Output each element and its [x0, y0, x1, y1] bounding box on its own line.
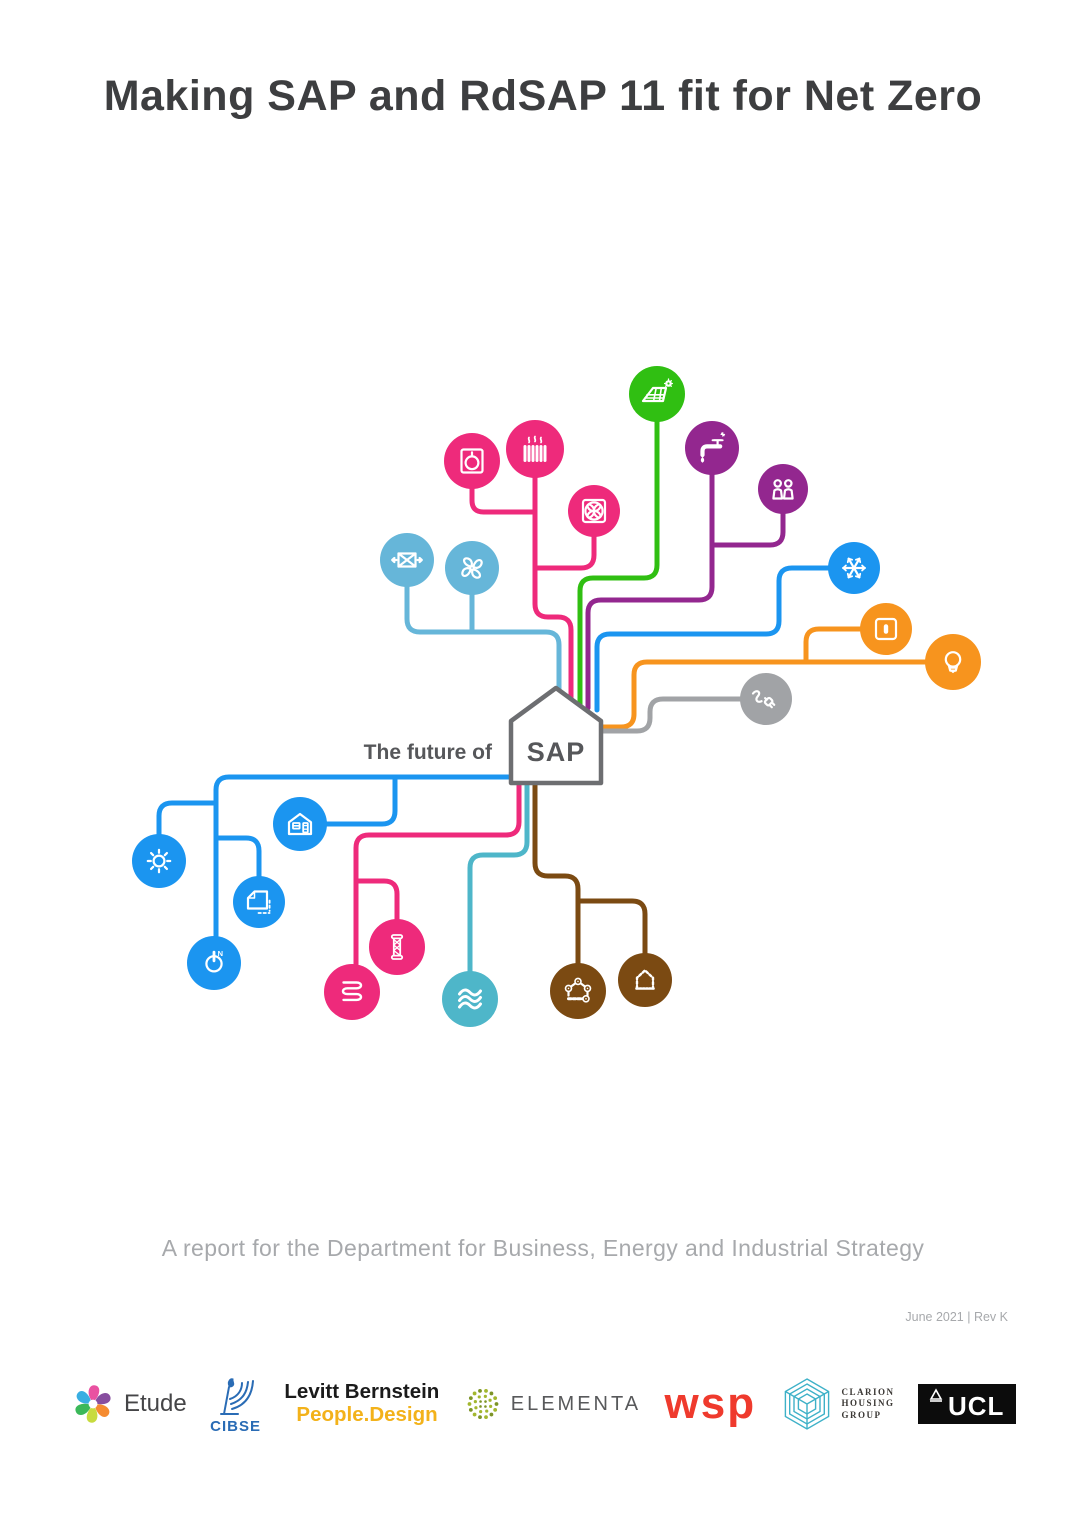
- cibse-griffin-icon: [219, 1377, 254, 1415]
- ucl-block-icon: UCL: [917, 1384, 1016, 1424]
- logo-levitt-bernstein: Levitt Bernstein People.Design: [284, 1381, 439, 1426]
- wsp-wordmark: wsp: [664, 1379, 757, 1428]
- diagram-link: [213, 774, 517, 939]
- elementa-dots-icon: [467, 1388, 499, 1420]
- heating-coil-icon: [324, 964, 380, 1020]
- diagram-link: [532, 475, 574, 709]
- plug-loads-icon: [740, 673, 792, 725]
- orientation-icon: N: [187, 936, 241, 990]
- diagram-link: [467, 775, 530, 974]
- hot-water-tap-icon: [685, 421, 739, 475]
- boiler-icon: [444, 433, 500, 489]
- logo-elementa: ELEMENTA: [463, 1384, 641, 1424]
- svg-text:N: N: [218, 949, 223, 958]
- heat-recovery-icon: [380, 533, 434, 587]
- logo-cibse: CIBSE: [210, 1375, 261, 1434]
- cibse-wordmark: CIBSE: [210, 1417, 261, 1435]
- diagram-link: [469, 486, 536, 515]
- lighting-icon: [925, 634, 981, 690]
- electric-switch-icon: [860, 603, 912, 655]
- diagram-link: [532, 775, 581, 966]
- page-title: Making SAP and RdSAP 11 fit for Net Zero: [103, 72, 983, 120]
- sap-house: [508, 685, 604, 786]
- clarion-line2: HOUSING: [841, 1398, 895, 1409]
- geometry-icon: [233, 876, 285, 928]
- ventilation-fan-icon: [445, 541, 499, 595]
- diagram-link: [324, 774, 398, 827]
- diagram-link: [585, 472, 715, 711]
- solar-gains-icon: [132, 834, 186, 888]
- diagram-link: [803, 626, 863, 665]
- diagram-link: [156, 800, 219, 837]
- diagram-link: [353, 878, 400, 922]
- solar-pv-icon: [629, 366, 685, 422]
- diagram-link: [213, 835, 262, 879]
- svg-text:UCL: UCL: [948, 1391, 1004, 1421]
- levitt-bernstein-tagline: People.Design: [296, 1403, 438, 1426]
- sap-house-label: SAP: [526, 737, 586, 767]
- insulation-icon: [369, 919, 425, 975]
- diagram-link: [353, 775, 522, 967]
- revision-line: June 2021 | Rev K: [905, 1310, 1008, 1324]
- logo-ucl: UCL: [917, 1382, 1016, 1426]
- diagram-link: [595, 696, 743, 734]
- partner-logo-row: Etude CIBSE Levitt Bernstein People.Desi…: [0, 1362, 1086, 1446]
- diagram-link: [595, 659, 928, 730]
- water-icon: [442, 971, 498, 1027]
- report-subtitle: A report for the Department for Business…: [161, 1235, 925, 1261]
- logo-etude: Etude: [70, 1381, 187, 1427]
- clarion-line3: GROUP: [841, 1409, 882, 1420]
- clarion-wordmark: CLARION HOUSING GROUP: [842, 1387, 895, 1421]
- etude-pinwheel-icon: [75, 1385, 111, 1423]
- logo-clarion: CLARION HOUSING GROUP: [780, 1375, 895, 1433]
- diagram-prefix-label: The future of: [363, 741, 492, 764]
- radiator-icon: [506, 420, 564, 478]
- diagram-link: [711, 511, 786, 548]
- diagram-link: [575, 898, 648, 956]
- elementa-wordmark: ELEMENTA: [510, 1392, 642, 1415]
- thermal-bridges-icon: [550, 963, 606, 1019]
- diagram-link: [577, 419, 660, 709]
- diagram-link: [594, 565, 831, 713]
- airtightness-icon: [618, 953, 672, 1007]
- extract-fan-icon: [568, 485, 620, 537]
- etude-wordmark: Etude: [124, 1390, 187, 1417]
- clarion-line1: CLARION: [841, 1387, 895, 1398]
- cooling-icon: [828, 542, 880, 594]
- clarion-cube-icon: [784, 1378, 829, 1430]
- levitt-bernstein-wordmark: Levitt Bernstein: [284, 1380, 440, 1404]
- diagram-link: [404, 584, 562, 705]
- logo-wsp: wsp: [665, 1382, 757, 1426]
- windows-icon: [273, 797, 327, 851]
- occupancy-icon: [758, 464, 808, 514]
- diagram-link: [534, 534, 597, 571]
